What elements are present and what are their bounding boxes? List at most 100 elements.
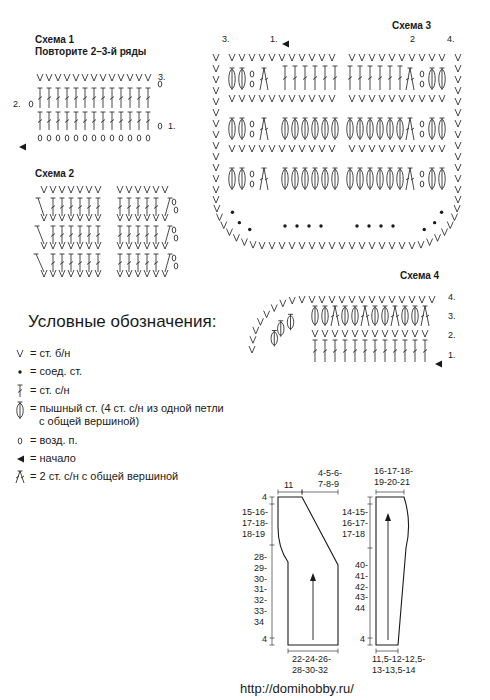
dc-symbol [136, 198, 141, 216]
dc-symbol [87, 198, 92, 216]
sc-symbol [271, 304, 277, 311]
sc-symbol [409, 296, 415, 303]
puff-symbol [313, 306, 318, 326]
row-or-size-number: 11,5-12-12,5- 13-13,5-14 [372, 654, 425, 676]
start-marker [19, 144, 26, 151]
dc2tog-symbol [406, 118, 414, 140]
legend-text: = ст. б/н [30, 347, 229, 360]
sc-symbol [329, 145, 335, 152]
sc-symbol [269, 145, 275, 152]
sc-symbol [329, 54, 335, 61]
sc-symbol [359, 54, 365, 61]
dc-symbol [393, 340, 398, 362]
dc-symbol [65, 88, 70, 108]
slip-stitch-symbol [307, 224, 310, 227]
sc-symbol [144, 186, 150, 193]
chart-title: Схема 1 [35, 34, 74, 46]
chain-symbol [250, 81, 254, 87]
sc-symbol [64, 74, 70, 81]
sc-symbol [319, 145, 325, 152]
row-or-size-number: 40- 41- 42- 43- 44 [355, 560, 368, 614]
sc-symbol [77, 270, 83, 277]
sc-symbol [342, 330, 348, 337]
slip-stitch-symbol [295, 224, 298, 227]
sc-symbol [419, 54, 425, 61]
dc-symbol [127, 198, 132, 216]
sc-symbol [144, 214, 150, 221]
dc-symbol [348, 66, 353, 90]
sc-symbol [86, 270, 92, 277]
dc-symbol [118, 254, 123, 272]
sc-symbol [226, 229, 232, 236]
dc-symbol [78, 226, 83, 244]
dc-symbol [36, 198, 45, 216]
sc-symbol [455, 65, 461, 72]
slip-stitch-symbol [367, 224, 370, 227]
dc-symbol [56, 112, 61, 130]
sc-symbol [126, 186, 132, 193]
chart-title: Повторите 2–3-й ряды [35, 46, 146, 58]
puff-symbol [368, 168, 373, 190]
slip-stitch-symbol [283, 224, 286, 227]
dc-symbol [65, 112, 70, 130]
sc-symbol [50, 214, 56, 221]
sc-symbol [46, 74, 52, 81]
sc-symbol [418, 241, 424, 248]
sc-symbol [68, 186, 74, 193]
sc-symbol [259, 54, 265, 61]
sc-symbol [279, 54, 285, 61]
dimension-line [376, 651, 398, 652]
garment-schematics [270, 490, 409, 654]
chain-symbol [420, 171, 424, 177]
row-or-size-number: 15-16- 17-18- 18-19 [242, 507, 268, 539]
dc-symbol [313, 340, 318, 362]
sc-symbol [229, 145, 235, 152]
sc-symbol [126, 214, 132, 221]
dc-symbol [323, 340, 328, 362]
sc-symbol [249, 54, 255, 61]
sc-symbol [289, 242, 295, 249]
row-or-size-number: 1. [448, 350, 456, 361]
dc-symbol [303, 66, 308, 90]
sc-symbol [455, 164, 461, 171]
chain-symbol [250, 181, 254, 187]
dimension-tick [404, 490, 405, 495]
sc-symbol [68, 242, 74, 249]
sc-symbol [213, 153, 219, 160]
sc-symbol [454, 205, 460, 212]
dc-symbol [154, 226, 159, 244]
sc-symbol [126, 242, 132, 249]
chain-symbol [250, 171, 254, 177]
sc-symbol [217, 214, 223, 221]
slip-stitch-symbol [355, 224, 358, 227]
sc-symbol [289, 297, 295, 304]
sc-symbol [422, 330, 428, 337]
dc-symbol [154, 254, 159, 272]
puff-symbol [430, 68, 435, 90]
dimension-line [376, 492, 404, 493]
dc-symbol [47, 112, 52, 130]
sc-symbol [309, 54, 315, 61]
dc-symbol [96, 198, 101, 216]
dc-symbol [118, 198, 123, 216]
sc-symbol [455, 175, 461, 182]
chain-symbol [174, 263, 178, 269]
sc-symbol [144, 270, 150, 277]
sc-symbol [319, 296, 325, 303]
dimension-tick [288, 649, 289, 654]
dc-symbol [118, 226, 123, 244]
dc-symbol [128, 88, 133, 108]
dc-symbol [83, 112, 88, 130]
sc-symbol [95, 242, 101, 249]
sc-symbol [109, 74, 115, 81]
sc-symbol [319, 95, 325, 102]
row-or-size-number: 4 [262, 492, 267, 503]
puff-symbol [283, 168, 288, 190]
sc-symbol [451, 214, 457, 221]
puff-symbol [398, 168, 403, 190]
chart-title: Схема 3 [392, 20, 431, 32]
sc-symbol [250, 336, 256, 343]
row-or-size-number: 4 [360, 634, 365, 645]
dc-symbol [353, 340, 358, 362]
sc-symbol [77, 242, 83, 249]
